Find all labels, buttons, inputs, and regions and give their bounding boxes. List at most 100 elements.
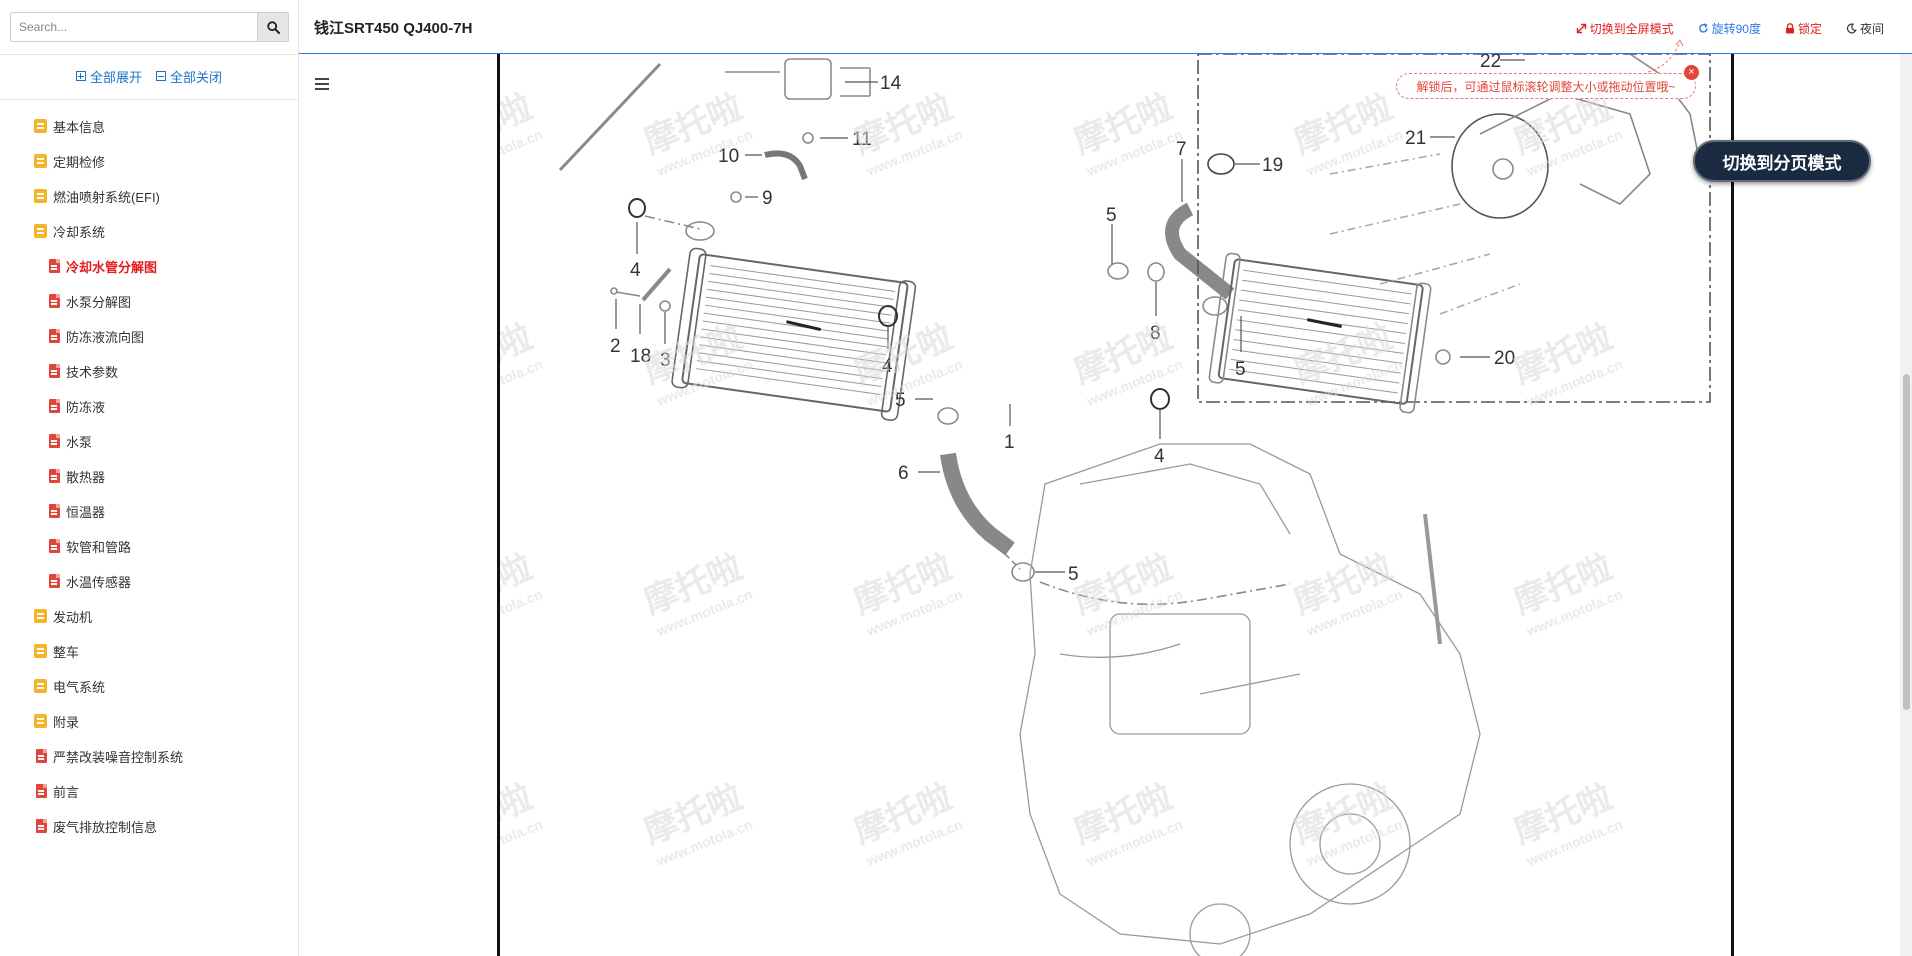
document-icon <box>49 329 60 343</box>
collapse-all-label: 全部关闭 <box>170 69 223 85</box>
toc-item[interactable]: 整车 <box>34 641 79 661</box>
folder-icon <box>34 714 47 728</box>
toc-item[interactable]: 发动机 <box>34 606 92 626</box>
part-label-5c: 5 <box>895 390 906 411</box>
toc-item[interactable]: 软管和管路 <box>49 536 131 556</box>
document-viewer: 14 11 10 9 7 5 4 2 18 3 4 8 5 5 1 4 6 5 … <box>299 54 1900 956</box>
search-input[interactable] <box>10 12 257 42</box>
fullscreen-label: 切换到全屏模式 <box>1589 22 1674 36</box>
part-label-10: 10 <box>718 146 739 167</box>
search-button[interactable] <box>257 12 289 42</box>
vertical-scrollbar[interactable] <box>1900 54 1912 956</box>
document-icon <box>49 259 60 273</box>
part-label-18: 18 <box>630 346 651 367</box>
toc-item[interactable]: 前言 <box>36 781 79 801</box>
document-icon <box>49 399 60 413</box>
document-icon <box>36 784 47 798</box>
tip-close-icon[interactable]: × <box>1684 65 1699 80</box>
toc-item-label: 水泵分解图 <box>66 294 132 310</box>
document-icon <box>49 434 60 448</box>
toc-item-label: 防冻液流向图 <box>66 329 145 345</box>
toc-item[interactable]: 基本信息 <box>34 116 105 136</box>
plus-square-icon <box>75 71 86 81</box>
part-label-20: 20 <box>1494 348 1515 369</box>
part-label-14: 14 <box>880 73 902 94</box>
toc-item[interactable]: 防冻液流向图 <box>49 326 144 346</box>
night-mode-button[interactable]: 夜间 <box>1846 20 1884 37</box>
part-label-3: 3 <box>660 350 671 371</box>
toc-item[interactable]: 严禁改装噪音控制系统 <box>36 746 183 766</box>
document-icon <box>49 504 60 518</box>
part-label-19: 19 <box>1262 155 1283 176</box>
search-bar <box>10 12 289 42</box>
folder-icon <box>34 609 47 623</box>
document-icon <box>36 819 47 833</box>
part-label-7: 7 <box>1176 139 1187 160</box>
toc-item[interactable]: 定期检修 <box>34 151 105 171</box>
toc-item-label: 定期检修 <box>53 154 106 170</box>
folder-icon <box>34 679 47 693</box>
toc-item[interactable]: 水温传感器 <box>49 571 131 591</box>
document-icon <box>49 539 60 553</box>
toc-item-label: 附录 <box>53 714 80 730</box>
expand-all-button[interactable]: 全部展开 <box>75 66 142 86</box>
part-label-5: 5 <box>1106 205 1117 226</box>
toc-item-label: 严禁改装噪音控制系统 <box>53 749 184 765</box>
rotate-button[interactable]: 旋转90度 <box>1698 20 1761 37</box>
toc-item-active[interactable]: 冷却水管分解图 <box>49 256 157 276</box>
toc-item-label: 基本信息 <box>53 119 106 135</box>
lock-button[interactable]: 锁定 <box>1785 20 1822 37</box>
top-header: 钱江SRT450 QJ400-7H 切换到全屏模式 旋转90度 锁定 <box>299 0 1912 54</box>
toc-item[interactable]: 水泵分解图 <box>49 291 131 311</box>
toc-item[interactable]: 防冻液 <box>49 396 105 416</box>
search-icon <box>266 20 280 34</box>
part-label-1: 1 <box>1004 432 1015 453</box>
toc-item-label: 软管和管路 <box>66 539 132 555</box>
toc-item[interactable]: 电气系统 <box>34 676 105 696</box>
scrollbar-thumb[interactable] <box>1903 374 1910 710</box>
folder-icon <box>34 644 47 658</box>
toc-item[interactable]: 散热器 <box>49 466 105 486</box>
rotate-label: 旋转90度 <box>1711 22 1761 36</box>
toc-item-label: 恒温器 <box>66 504 106 520</box>
toc-item[interactable]: 水泵 <box>49 431 92 451</box>
part-label-11: 11 <box>852 129 872 150</box>
expand-arrows-icon <box>1576 23 1586 34</box>
part-label-4b: 4 <box>882 356 893 377</box>
toc-item-label: 整车 <box>53 644 80 660</box>
document-icon <box>49 294 60 308</box>
menu-icon[interactable] <box>315 78 329 90</box>
part-label-4: 4 <box>630 260 641 281</box>
header-actions: 切换到全屏模式 旋转90度 锁定 夜间 <box>1576 20 1884 37</box>
sidebar-divider <box>0 54 298 55</box>
minus-square-icon <box>156 71 166 81</box>
expand-collapse-controls: 全部展开 全部关闭 <box>0 66 298 86</box>
document-icon <box>49 469 60 483</box>
sidebar: 全部展开 全部关闭 基本信息 定期检修 燃油喷射系统(EFI) 冷却系统 冷却水… <box>0 0 299 956</box>
document-icon <box>49 574 60 588</box>
document-icon <box>36 749 47 763</box>
part-label-9: 9 <box>762 188 773 209</box>
folder-icon <box>34 189 47 203</box>
switch-to-paged-mode-button[interactable]: 切换到分页模式 <box>1693 140 1871 182</box>
part-label-6: 6 <box>898 463 909 484</box>
fullscreen-button[interactable]: 切换到全屏模式 <box>1576 20 1674 37</box>
folder-icon <box>34 119 47 133</box>
collapse-all-button[interactable]: 全部关闭 <box>156 66 222 86</box>
toc-item-label: 发动机 <box>53 609 93 625</box>
toc-item[interactable]: 冷却系统 <box>34 221 105 241</box>
toc-item-label: 燃油喷射系统(EFI) <box>53 189 160 205</box>
unlock-tip: 解锁后，可通过鼠标滚轮调整大小或拖动位置哦~ <box>1396 73 1696 99</box>
page-frame-left <box>497 54 500 956</box>
toc-item[interactable]: 燃油喷射系统(EFI) <box>34 186 160 206</box>
toc-item-label: 水泵 <box>66 434 93 450</box>
exploded-diagram: 14 11 10 9 7 5 4 2 18 3 4 8 5 5 1 4 6 5 … <box>500 54 1711 956</box>
toc-item[interactable]: 废气排放控制信息 <box>36 816 157 836</box>
toc-item[interactable]: 恒温器 <box>49 501 105 521</box>
toc-item[interactable]: 技术参数 <box>49 361 118 381</box>
toc-item-label: 电气系统 <box>53 679 106 695</box>
folder-icon <box>34 224 47 238</box>
toc-item-label: 水温传感器 <box>66 574 132 590</box>
toc-item-label: 废气排放控制信息 <box>53 819 158 835</box>
toc-item[interactable]: 附录 <box>34 711 79 731</box>
